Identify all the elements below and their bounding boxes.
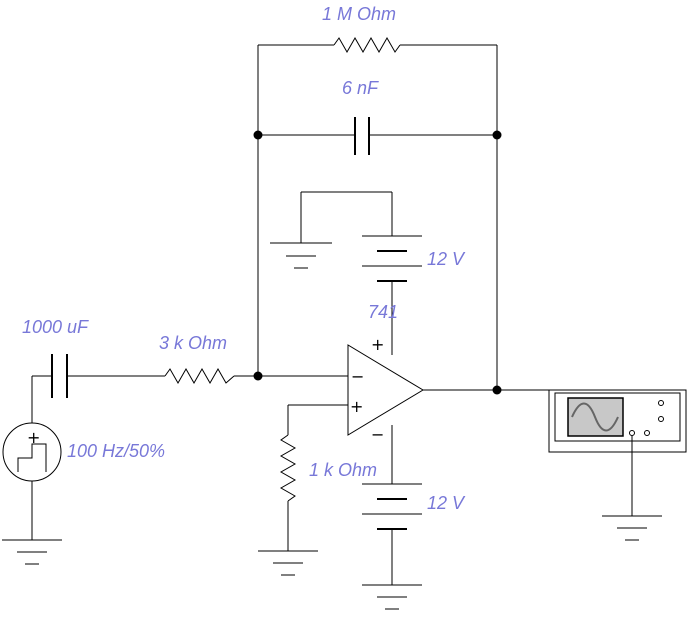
battery-top[interactable]: [362, 192, 422, 355]
feedback-resistor-label: 1 M Ohm: [322, 4, 396, 24]
opamp-noninverting-sign: +: [350, 397, 363, 416]
ground-source: [2, 539, 62, 565]
scope-terminal-ground[interactable]: [629, 430, 635, 436]
scope-terminal-a[interactable]: [658, 400, 664, 406]
source-plus-sign: +: [27, 428, 40, 447]
battery-top-label: 12 V: [427, 249, 466, 269]
input-capacitor[interactable]: [32, 354, 165, 398]
ground-bias: [258, 550, 318, 576]
oscilloscope[interactable]: [497, 389, 687, 516]
opamp-inverting-sign: −: [351, 367, 364, 386]
bias-resistor[interactable]: [279, 405, 297, 551]
battery-bottom-label: 12 V: [427, 493, 466, 513]
feedback-capacitor[interactable]: [258, 117, 497, 155]
source-label: 100 Hz/50%: [67, 441, 165, 461]
feedback-capacitor-label: 6 nF: [342, 78, 379, 98]
scope-terminal-c[interactable]: [644, 430, 650, 436]
ground-scope: [602, 515, 662, 541]
ground-top: [270, 191, 392, 269]
junction-node-top-right: [492, 130, 502, 140]
opamp-741[interactable]: [258, 344, 497, 484]
input-resistor-label: 3 k Ohm: [159, 333, 227, 353]
square-wave-source[interactable]: [2, 376, 62, 540]
opamp-vminus-sign: −: [371, 425, 384, 444]
input-resistor[interactable]: [164, 367, 258, 385]
junction-node-top-left: [253, 130, 263, 140]
scope-terminal-b[interactable]: [658, 416, 664, 422]
input-capacitor-label: 1000 uF: [22, 317, 89, 337]
opamp-label: 741: [368, 302, 398, 322]
sine-wave-icon: [571, 402, 619, 432]
battery-bottom[interactable]: [362, 483, 422, 585]
feedback-resistor[interactable]: [258, 36, 497, 54]
bias-resistor-label: 1 k Ohm: [309, 460, 377, 480]
feedback-wires: [257, 45, 498, 390]
opamp-vplus-sign: +: [371, 335, 384, 354]
ground-bottom: [362, 584, 422, 610]
